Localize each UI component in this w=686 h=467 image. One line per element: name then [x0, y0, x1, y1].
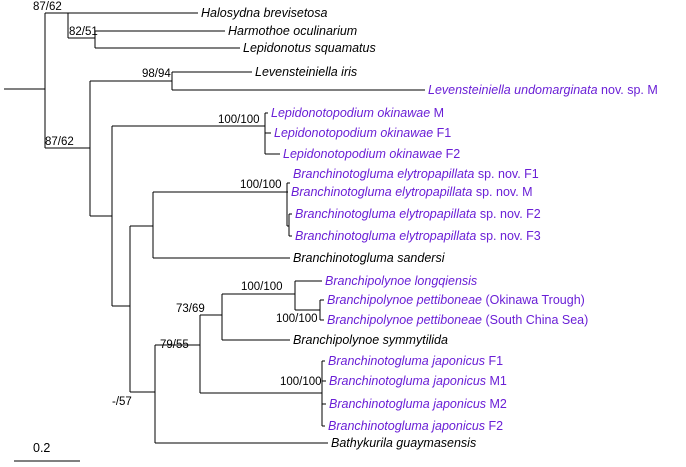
taxon-name: Branchipolynoe pettiboneae	[327, 313, 482, 327]
tip-label: Harmothoe oculinarium	[228, 24, 357, 38]
taxon-suffix: F1	[433, 126, 451, 140]
taxon-suffix: F1	[485, 354, 503, 368]
taxon-name: Branchipolynoe longqiensis	[325, 274, 477, 288]
taxon-name: Harmothoe oculinarium	[228, 24, 357, 38]
tip-label: Branchipolynoe longqiensis	[325, 274, 477, 288]
support-value: 73/69	[176, 303, 205, 315]
taxon-name: Branchinotogluma japonicus	[329, 397, 486, 411]
taxon-name: Branchinotogluma elytropapillata	[295, 229, 476, 243]
taxon-name: Bathykurila guaymasensis	[331, 436, 476, 450]
support-value: 98/94	[142, 68, 171, 80]
support-value: 100/100	[276, 313, 318, 325]
tip-label: Branchinotogluma elytropapillata sp. nov…	[295, 207, 541, 221]
taxon-suffix: nov. sp. M	[598, 83, 658, 97]
tree-branches	[4, 12, 425, 444]
tip-label: Branchipolynoe symmytilida	[293, 333, 448, 347]
scale-bar: 0.2	[14, 441, 80, 462]
tip-label: Lepidonotus squamatus	[243, 41, 376, 55]
taxon-name: Lepidonotopodium okinawae	[283, 147, 442, 161]
tip-label: Branchinotogluma japonicus M1	[329, 374, 507, 388]
tip-label: Branchinotogluma elytropapillata sp. nov…	[291, 185, 533, 199]
tip-label: Branchinotogluma elytropapillata sp. nov…	[295, 229, 541, 243]
taxon-suffix: (Okinawa Trough)	[482, 293, 585, 307]
support-value: 100/100	[280, 376, 322, 388]
support-values: 87/62 82/51 98/94 87/62 100/100 100/100 …	[33, 1, 322, 408]
tip-label: Branchinotogluma japonicus M2	[329, 397, 507, 411]
taxon-suffix: (South China Sea)	[482, 313, 588, 327]
support-value: -/57	[112, 396, 132, 408]
taxon-name: Halosydna brevisetosa	[201, 6, 328, 20]
taxon-name: Branchinotogluma japonicus	[328, 419, 485, 433]
taxon-suffix: M	[430, 106, 444, 120]
support-value: 87/62	[45, 136, 74, 148]
support-value: 79/55	[160, 339, 189, 351]
taxon-name: Branchipolynoe symmytilida	[293, 333, 448, 347]
taxon-suffix: sp. nov. F3	[476, 229, 540, 243]
taxon-name: Levensteiniella undomarginata	[428, 83, 598, 97]
taxon-suffix: sp. nov. F1	[474, 167, 538, 181]
support-value: 100/100	[240, 179, 282, 191]
scale-bar-label: 0.2	[33, 441, 50, 455]
support-value: 100/100	[218, 114, 260, 126]
support-value: 87/62	[33, 1, 62, 13]
taxon-name: Lepidonotus squamatus	[243, 41, 376, 55]
taxon-suffix: M2	[486, 397, 507, 411]
taxon-name: Branchinotogluma elytropapillata	[293, 167, 474, 181]
tip-label: Branchipolynoe pettiboneae (South China …	[327, 313, 588, 327]
tip-label: Lepidonotopodium okinawae F1	[274, 126, 451, 140]
taxon-name: Branchipolynoe pettiboneae	[327, 293, 482, 307]
tip-label: Branchipolynoe pettiboneae (Okinawa Trou…	[327, 293, 585, 307]
taxon-name: Lepidonotopodium okinawae	[271, 106, 430, 120]
taxon-suffix: F2	[442, 147, 460, 161]
taxon-suffix: sp. nov. F2	[476, 207, 540, 221]
tip-label: Lepidonotopodium okinawae F2	[283, 147, 460, 161]
tip-label: Branchinotogluma sandersi	[293, 251, 446, 265]
taxon-name: Branchinotogluma japonicus	[328, 354, 485, 368]
taxon-name: Branchinotogluma japonicus	[329, 374, 486, 388]
tip-label: Lepidonotopodium okinawae M	[271, 106, 444, 120]
taxon-suffix: F2	[485, 419, 503, 433]
tip-labels: Halosydna brevisetosa Harmothoe oculinar…	[201, 6, 658, 450]
taxon-name: Branchinotogluma elytropapillata	[295, 207, 476, 221]
taxon-suffix: sp. nov. M	[472, 185, 532, 199]
taxon-name: Branchinotogluma sandersi	[293, 251, 446, 265]
tip-label: Levensteiniella undomarginata nov. sp. M	[428, 83, 658, 97]
taxon-name: Lepidonotopodium okinawae	[274, 126, 433, 140]
support-value: 82/51	[69, 26, 98, 38]
taxon-name: Levensteiniella iris	[255, 65, 357, 79]
tip-label: Branchinotogluma elytropapillata sp. nov…	[293, 167, 539, 181]
taxon-suffix: M1	[486, 374, 507, 388]
tip-label: Branchinotogluma japonicus F2	[328, 419, 503, 433]
tip-label: Branchinotogluma japonicus F1	[328, 354, 503, 368]
branch	[286, 183, 288, 193]
taxon-name: Branchinotogluma elytropapillata	[291, 185, 472, 199]
tip-label: Halosydna brevisetosa	[201, 6, 328, 20]
support-value: 100/100	[241, 281, 283, 293]
tip-label: Bathykurila guaymasensis	[331, 436, 476, 450]
tip-label: Levensteiniella iris	[255, 65, 357, 79]
